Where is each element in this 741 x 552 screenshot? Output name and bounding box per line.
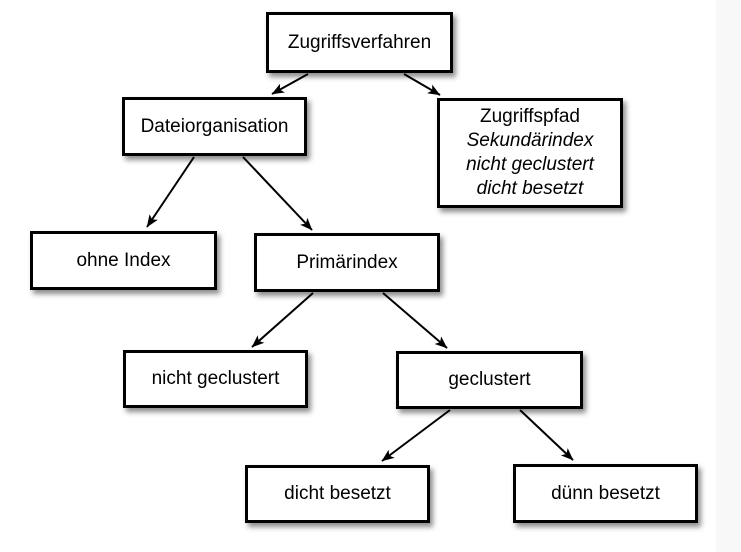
node-ohne-index-label: ohne Index xyxy=(76,249,171,271)
node-zugriffspfad-line-3: nicht geclustert xyxy=(466,154,594,175)
node-zugriffsverfahren-label: Zugriffsverfahren xyxy=(287,31,432,53)
node-dateiorganisation: Dateiorganisation xyxy=(122,97,307,156)
node-zugriffspfad: Zugriffspfad Sekundärindex nicht geclust… xyxy=(437,98,623,208)
node-zugriffspfad-line-1: Zugriffspfad xyxy=(480,106,580,127)
right-margin-strip xyxy=(716,0,741,552)
node-ohne-index: ohne Index xyxy=(30,231,217,290)
edge-primaerindex-geclustert xyxy=(382,292,448,349)
node-zugriffspfad-line-4: dicht besetzt xyxy=(476,178,584,199)
node-dateiorganisation-label: Dateiorganisation xyxy=(140,115,289,137)
edge-zugriffsverfahren-dateiorganisation xyxy=(271,73,309,95)
node-primaerindex-label: Primärindex xyxy=(296,251,398,273)
node-duenn-besetzt: dünn besetzt xyxy=(513,464,698,523)
node-dicht-besetzt: dicht besetzt xyxy=(245,465,430,523)
edge-geclustert-dicht-besetzt xyxy=(381,409,451,462)
node-duenn-besetzt-label: dünn besetzt xyxy=(551,482,660,504)
node-primaerindex: Primärindex xyxy=(254,233,440,292)
node-geclustert: geclustert xyxy=(396,351,583,409)
node-nicht-geclustert-label: nicht geclustert xyxy=(151,368,280,389)
edge-primaerindex-nicht-geclustert xyxy=(251,292,314,348)
edge-zugriffsverfahren-zugriffspfad xyxy=(403,73,441,96)
edge-geclustert-duenn-besetzt xyxy=(519,409,574,461)
node-dicht-besetzt-label: dicht besetzt xyxy=(284,483,391,504)
node-nicht-geclustert: nicht geclustert xyxy=(123,350,308,408)
node-zugriffsverfahren: Zugriffsverfahren xyxy=(266,12,453,73)
edge-dateiorganisation-ohne-index xyxy=(146,156,195,228)
node-zugriffspfad-line-2: Sekundärindex xyxy=(466,130,594,151)
edge-dateiorganisation-primaerindex xyxy=(242,156,313,231)
node-geclustert-label: geclustert xyxy=(448,369,531,390)
